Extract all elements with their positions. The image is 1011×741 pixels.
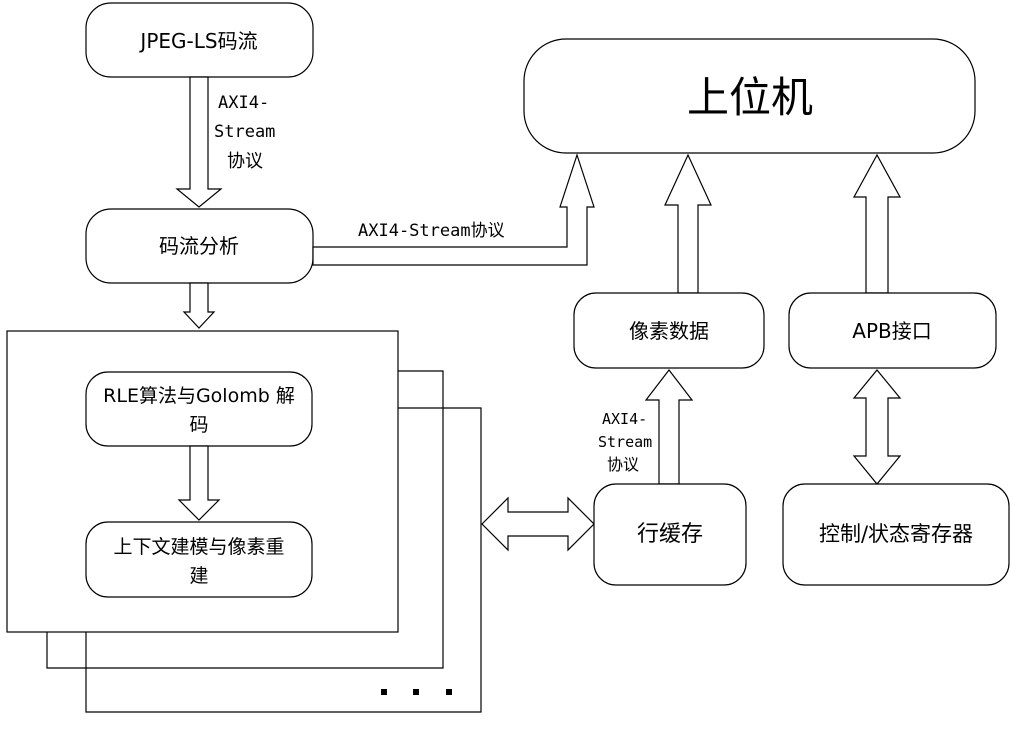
arrow-decoder-buffer-bidirectional	[481, 496, 595, 552]
axi-label-c-line2: Stream	[598, 433, 652, 451]
host-label: 上位机	[687, 73, 813, 122]
ctrl-status-register-box	[782, 483, 1010, 586]
rle-golomb-label-line2: 码	[189, 414, 208, 436]
arrow-down-to-analysis	[175, 76, 223, 208]
line-buffer-label: 行缓存	[637, 522, 703, 547]
ellipsis-dot-3	[446, 689, 452, 695]
context-modeling-box	[85, 521, 313, 598]
host-box	[523, 38, 976, 154]
pixel-data-box	[573, 292, 765, 369]
arrow-down-to-decoder	[182, 282, 216, 329]
ellipsis-dot-1	[381, 689, 387, 695]
context-modeling-label-line1: 上下文建模与像素重	[113, 536, 284, 558]
axi-label-a-line2: Stream	[214, 122, 275, 142]
context-modeling-label-line2: 建	[189, 565, 208, 587]
decoder-frame-back-2	[85, 407, 482, 713]
ctrl-status-register-label: 控制/状态寄存器	[819, 522, 973, 546]
decoder-frame-back-1	[46, 370, 444, 669]
ellipsis-dot-2	[413, 689, 419, 695]
axi-label-c-line1: AXI4-	[602, 410, 647, 428]
jpeg-ls-stream-label: JPEG-LS码流	[138, 29, 257, 53]
axi-label-b: AXI4-Stream协议	[358, 221, 505, 241]
stream-analysis-label: 码流分析	[159, 234, 239, 258]
arrow-analysis-to-host	[312, 153, 595, 266]
axi-label-a-line3: 协议	[227, 151, 263, 172]
arrow-buffer-to-pixel	[644, 369, 694, 485]
line-buffer-box	[593, 483, 747, 586]
arrow-apb-host-bidirectional	[852, 153, 902, 294]
arrow-rle-to-context	[177, 445, 221, 521]
axi-label-c-line3: 协议	[607, 455, 639, 474]
axi-label-a-line1: AXI4-	[218, 93, 269, 113]
arrow-apb-ctrl-bidirectional	[852, 369, 902, 485]
apb-interface-box	[788, 292, 997, 369]
rle-golomb-label-line1: RLE算法与Golomb 解	[103, 385, 295, 407]
arrow-pixel-to-host	[664, 153, 712, 294]
pixel-data-label: 像素数据	[629, 319, 709, 343]
apb-interface-label: APB接口	[852, 319, 931, 343]
